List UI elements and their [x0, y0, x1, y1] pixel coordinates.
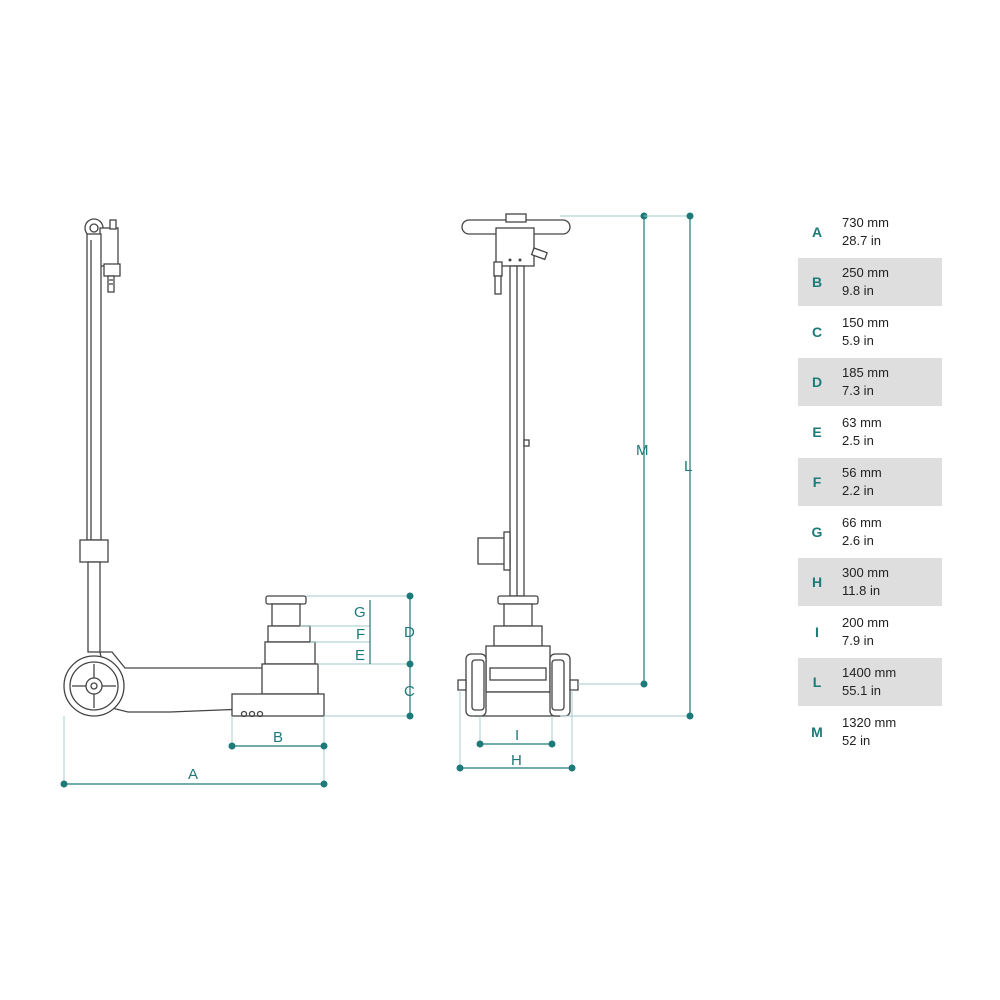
spec-letter: C — [811, 324, 823, 340]
spec-letter: M — [811, 724, 823, 740]
spec-values: 150 mm 5.9 in — [836, 314, 889, 350]
dim-label-m: M — [636, 442, 649, 459]
spec-letter: H — [811, 574, 823, 590]
spec-row-a: A 730 mm 28.7 in — [798, 208, 942, 256]
side-wheel — [63, 655, 125, 717]
spec-values: 250 mm 9.8 in — [836, 264, 889, 300]
spec-values: 1400 mm 55.1 in — [836, 664, 896, 700]
dim-label-h: H — [511, 752, 522, 769]
spec-value-in: 9.8 in — [842, 283, 874, 298]
spec-letter: B — [811, 274, 823, 290]
spec-value-in: 5.9 in — [842, 333, 874, 348]
spec-value-mm: 200 mm — [842, 615, 889, 630]
dim-label-e: E — [355, 647, 365, 664]
spec-row-c: C 150 mm 5.9 in — [798, 308, 942, 356]
side-handle-head — [84, 218, 121, 293]
spec-values: 200 mm 7.9 in — [836, 614, 889, 650]
spec-row-f: F 56 mm 2.2 in — [798, 458, 942, 506]
spec-values: 730 mm 28.7 in — [836, 214, 889, 250]
spec-row-b: B 250 mm 9.8 in — [798, 258, 942, 306]
spec-values: 185 mm 7.3 in — [836, 364, 889, 400]
spec-value-in: 52 in — [842, 733, 871, 748]
spec-values: 1320 mm 52 in — [836, 714, 896, 750]
dim-label-g: G — [354, 604, 366, 621]
spec-letter: E — [812, 424, 822, 440]
spec-row-l: L 1400 mm 55.1 in — [798, 658, 942, 706]
spec-value-mm: 150 mm — [842, 315, 889, 330]
front-handle-tube — [477, 265, 530, 597]
dimension-lines — [60, 212, 694, 788]
dim-label-d: D — [404, 624, 415, 641]
dim-label-f: F — [356, 626, 365, 643]
dim-label-b: B — [273, 729, 283, 746]
spec-letter: A — [811, 224, 823, 240]
spec-value-in: 7.9 in — [842, 633, 874, 648]
spec-value-in: 7.3 in — [842, 383, 874, 398]
dim-label-l: L — [684, 458, 692, 475]
spec-value-mm: 1320 mm — [842, 715, 897, 730]
spec-value-mm: 730 mm — [842, 215, 889, 230]
front-body — [475, 595, 561, 717]
dimension-labels: A B C D E F G H I M L — [188, 442, 692, 783]
spec-value-mm: 300 mm — [842, 565, 889, 580]
spec-row-i: I 200 mm 7.9 in — [798, 608, 942, 656]
spec-row-h: H 300 mm 11.8 in — [798, 558, 942, 606]
spec-value-in: 2.5 in — [842, 433, 874, 448]
spec-row-g: G 66 mm 2.6 in — [798, 508, 942, 556]
spec-letter: F — [812, 474, 822, 490]
spec-value-mm: 250 mm — [842, 265, 889, 280]
dim-label-a: A — [188, 766, 198, 783]
spec-row-m: M 1320 mm 52 in — [798, 708, 942, 756]
spec-value-in: 55.1 in — [842, 683, 882, 698]
spec-values: 63 mm 2.5 in — [836, 414, 882, 450]
dim-label-i: I — [515, 727, 519, 744]
spec-row-e: E 63 mm 2.5 in — [798, 408, 942, 456]
spec-values: 56 mm 2.2 in — [836, 464, 882, 500]
front-wheels — [457, 653, 579, 717]
spec-value-mm: 185 mm — [842, 365, 889, 380]
spec-value-mm: 63 mm — [842, 415, 882, 430]
spec-value-mm: 66 mm — [842, 515, 882, 530]
spec-letter: D — [811, 374, 823, 390]
spec-value-in: 2.6 in — [842, 533, 874, 548]
spec-value-in: 2.2 in — [842, 483, 874, 498]
spec-letter: I — [815, 624, 819, 640]
spec-value-mm: 56 mm — [842, 465, 882, 480]
spec-values: 300 mm 11.8 in — [836, 564, 889, 600]
side-handle-tube — [79, 233, 109, 653]
side-view — [63, 218, 325, 718]
front-view — [457, 213, 579, 717]
spec-value-in: 28.7 in — [842, 233, 882, 248]
spec-letter: G — [811, 524, 823, 540]
spec-value-mm: 1400 mm — [842, 665, 897, 680]
spec-value-in: 11.8 in — [842, 583, 881, 598]
dim-label-c: C — [404, 683, 415, 700]
side-cylinder — [231, 595, 325, 718]
front-t-handle — [461, 213, 571, 295]
spec-row-d: D 185 mm 7.3 in — [798, 358, 942, 406]
spec-letter: L — [812, 674, 822, 690]
spec-table: A 730 mm 28.7 in B 250 mm 9.8 in C 150 mm 5.9 in… — [798, 208, 942, 758]
spec-values: 66 mm 2.6 in — [836, 514, 882, 550]
